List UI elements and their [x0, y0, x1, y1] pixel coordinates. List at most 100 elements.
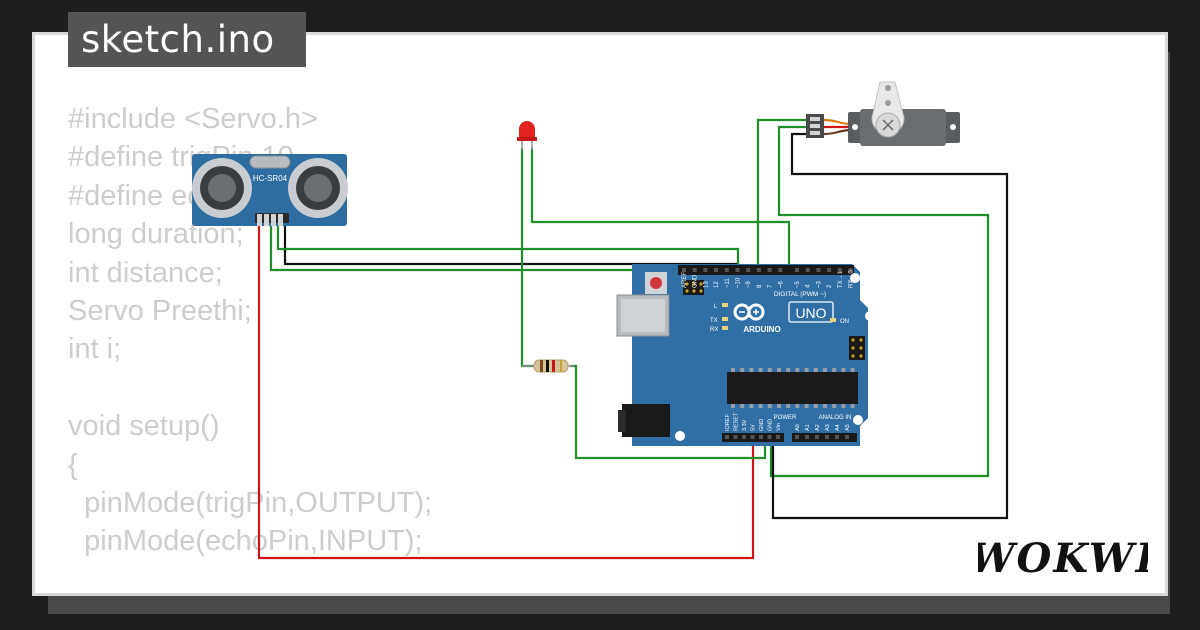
digital-pin-label: RX←0	[849, 270, 855, 288]
code-line: int i;	[68, 333, 122, 366]
digital-header-label: DIGITAL (PWM ~)	[774, 291, 826, 298]
chip-pin	[795, 404, 800, 408]
power-pin[interactable]	[750, 435, 755, 439]
led-rx-label: RX	[710, 327, 718, 333]
chip-pin	[832, 404, 837, 408]
digital-pin[interactable]	[778, 268, 783, 272]
analog-header-label: ANALOG IN	[819, 415, 852, 421]
digital-pin-label: GND	[693, 274, 699, 288]
power-pin-label: GND	[759, 419, 765, 431]
digital-pin[interactable]	[837, 268, 842, 272]
digital-pin-label: ~5	[795, 280, 801, 288]
led-on-label: ON	[840, 319, 849, 325]
digital-pin-label: ~3	[816, 280, 822, 288]
digital-pin-label: 2	[827, 284, 833, 288]
power-pin[interactable]	[759, 435, 763, 439]
arduino-logo	[733, 303, 765, 321]
digital-pin[interactable]	[795, 268, 799, 272]
digital-pin[interactable]	[756, 268, 761, 272]
wokwi-logo-text: WOKWI	[978, 535, 1148, 582]
digital-pin[interactable]	[724, 268, 729, 272]
digital-pin[interactable]	[735, 268, 740, 272]
digital-pin-label: 4	[806, 284, 812, 288]
analog-pin[interactable]	[825, 435, 829, 439]
power-pin[interactable]	[725, 435, 729, 439]
chip-pin	[740, 404, 745, 408]
arduino-brand-label: ARDUINO	[743, 325, 780, 334]
digital-pin-label: AREF	[682, 272, 688, 288]
digital-pin-label: 8	[757, 284, 763, 288]
analog-pin[interactable]	[845, 435, 849, 439]
wire-servo-signal	[756, 118, 806, 268]
analog-pin-label: A5	[845, 424, 851, 431]
chip-pin	[832, 368, 837, 372]
analog-pin[interactable]	[795, 435, 799, 439]
digital-pin[interactable]	[746, 268, 751, 272]
digital-pin-label: 13	[703, 281, 709, 288]
analog-pin[interactable]	[815, 435, 819, 439]
chip-pin	[731, 368, 735, 372]
chip-pin	[804, 368, 809, 372]
power-pin[interactable]	[776, 435, 780, 439]
chip-pin	[795, 368, 800, 372]
power-header-label: POWER	[774, 415, 797, 421]
digital-pin[interactable]	[848, 268, 853, 272]
power-pin-label: RESET	[734, 412, 740, 431]
digital-pin[interactable]	[805, 268, 810, 272]
digital-pin-label: ~10	[736, 277, 742, 288]
digital-pin[interactable]	[682, 268, 686, 272]
chip-pin	[777, 368, 781, 372]
digital-pin[interactable]	[703, 268, 708, 272]
sketch-filename-tag[interactable]: sketch.ino	[68, 12, 306, 67]
power-pin[interactable]	[733, 435, 738, 439]
digital-pin[interactable]	[767, 268, 772, 272]
code-line: pinMode(echoPin,INPUT);	[68, 525, 423, 558]
wires	[257, 118, 1009, 560]
analog-pin-label: A3	[825, 424, 831, 431]
digital-pin-label: TX→1	[838, 270, 844, 288]
digital-pin[interactable]	[714, 268, 719, 272]
chip-pin	[841, 404, 846, 408]
digital-pin[interactable]	[816, 268, 821, 272]
power-pin[interactable]	[742, 435, 746, 439]
code-line: int distance;	[68, 256, 223, 289]
wokwi-logo[interactable]: WOKWI	[978, 528, 1148, 588]
power-pin-label: IOREF	[725, 414, 731, 431]
chip-pin	[841, 368, 846, 372]
chip-pin	[740, 368, 745, 372]
wire-led-green	[530, 148, 791, 268]
chip-pin	[850, 404, 855, 408]
analog-pin-label: A0	[795, 424, 801, 431]
wire-servo-power	[769, 125, 990, 478]
arduino-uno-board[interactable]: DIGITAL (PWM ~) ARDUINO UNO L TX RX ON	[616, 264, 875, 446]
led-tx-label: TX	[710, 318, 718, 324]
servo-motor[interactable]	[806, 81, 960, 146]
chip-pin	[767, 368, 772, 372]
wire-servo-gnd	[771, 132, 1009, 520]
analog-pin-label: A2	[815, 424, 821, 431]
chip-pin	[813, 368, 818, 372]
digital-pin[interactable]	[827, 268, 832, 272]
preview-card	[32, 32, 1168, 596]
digital-pin-label: ~6	[778, 280, 784, 288]
ultrasonic-sensor[interactable]: HC-SR04	[192, 154, 348, 226]
led-l-label: L	[714, 304, 718, 310]
analog-pin-label: A4	[835, 424, 841, 431]
code-line: Servo Preethi;	[68, 294, 252, 327]
chip-pin	[758, 404, 763, 408]
power-pin-label: GND	[768, 419, 774, 431]
chip-pin	[749, 368, 754, 372]
power-pin[interactable]	[767, 435, 772, 439]
chip-pin	[804, 404, 809, 408]
resistor[interactable]	[522, 359, 574, 373]
power-pin-label: Vin	[776, 423, 782, 431]
chip-pin	[823, 368, 827, 372]
chip-pin	[823, 404, 827, 408]
analog-pin-label: A1	[805, 424, 811, 431]
uno-label: UNO	[795, 305, 826, 321]
digital-pin[interactable]	[692, 268, 697, 272]
analog-pin[interactable]	[835, 435, 839, 439]
analog-pin[interactable]	[805, 435, 809, 439]
red-led[interactable]	[517, 121, 537, 150]
